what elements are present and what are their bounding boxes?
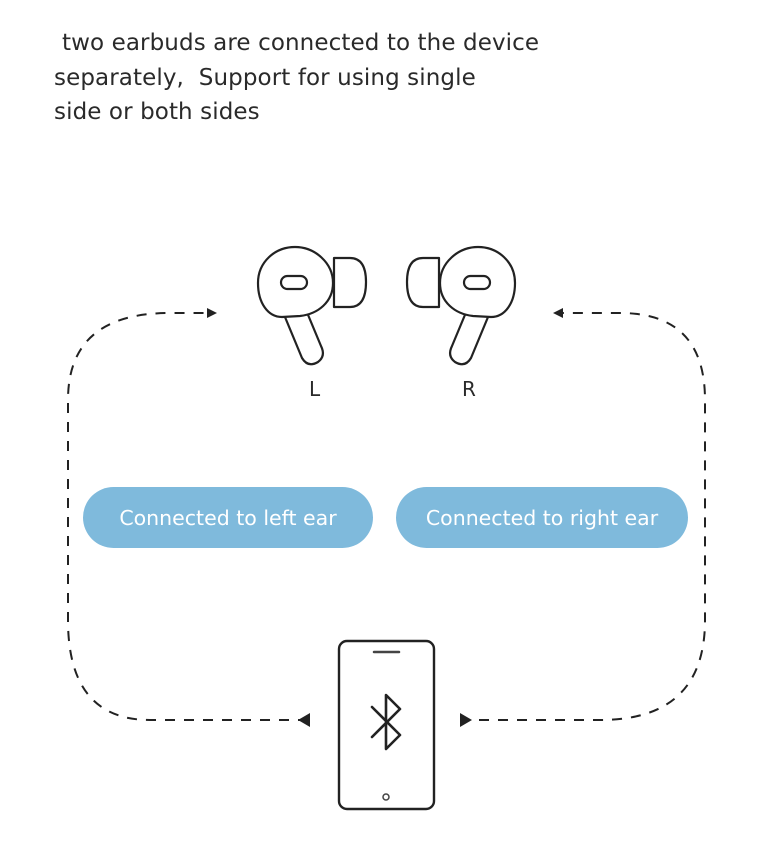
right-connection-arrow-icon [460,713,472,727]
right-earbud-icon [405,245,517,366]
left-earbud-icon [256,245,368,366]
bluetooth-icon [370,693,402,751]
description-line-3: side or both sides [54,99,260,125]
right-connection-line [460,308,706,721]
description-text: two earbuds are connected to the device … [54,26,674,130]
phone-icon [337,639,436,811]
left-connection-line [67,308,308,721]
connected-right-ear-button: Connected to right ear [396,487,688,548]
right-ear-label: R [462,377,476,401]
left-ear-label: L [309,377,321,401]
description-line-1: two earbuds are connected to the device [62,30,540,56]
connected-left-ear-button: Connected to left ear [83,487,373,548]
left-connection-arrow-icon [298,713,310,727]
description-line-2: separately, Support for using single [54,64,476,91]
